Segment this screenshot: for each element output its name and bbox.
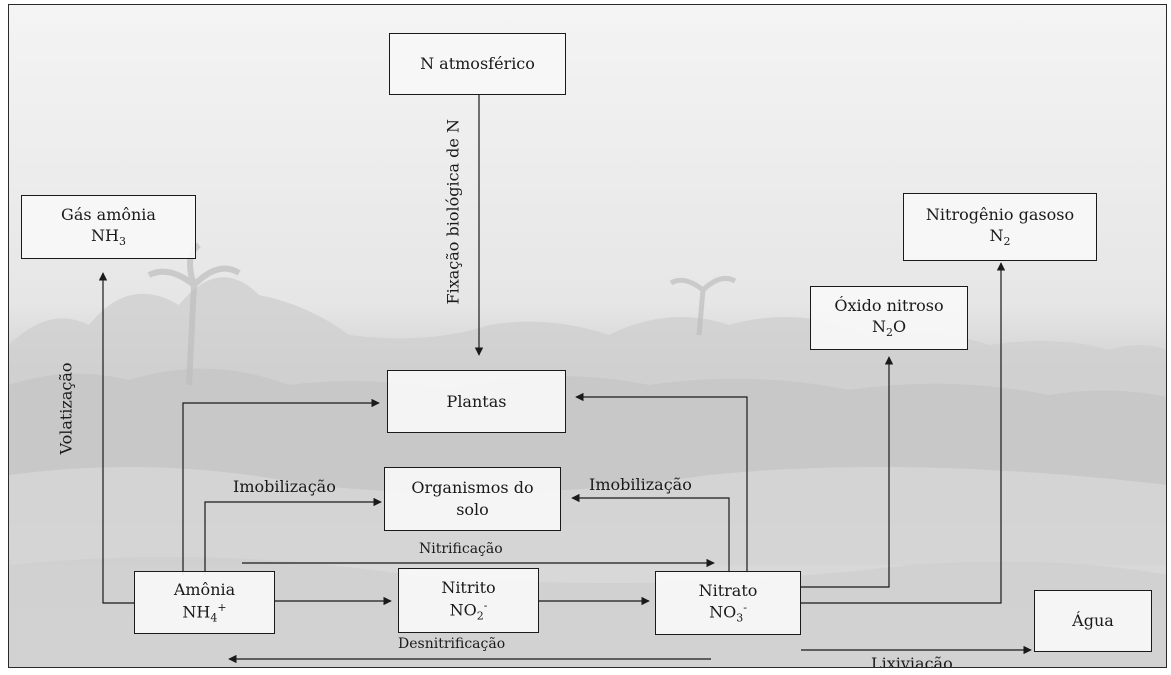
node-nitrite-label: Nitrito — [441, 578, 496, 598]
node-soil-organisms: Organismos do solo — [384, 467, 561, 531]
node-nitrate: Nitrato NO3- — [655, 571, 801, 635]
arrow-immobilization-left — [204, 497, 382, 575]
node-ammonia-gas: Gás amônia NH3 — [21, 195, 196, 259]
node-water: Água — [1034, 590, 1152, 652]
label-immobilization-right: Imobilização — [589, 475, 692, 494]
node-nitrous-oxide-label: Óxido nitroso — [834, 295, 944, 315]
node-nitrite: Nitrito NO2- — [398, 568, 539, 633]
arrow-volatilization — [98, 272, 134, 604]
arrow-nitrate-plants — [575, 392, 748, 573]
arrow-immobilization-right — [571, 493, 730, 573]
node-ammonia-gas-formula: NH3 — [91, 226, 126, 249]
node-atmospheric-n: N atmosférico — [389, 33, 566, 95]
node-nitrous-oxide-formula: N2O — [871, 317, 907, 340]
node-water-label: Água — [1072, 611, 1114, 631]
node-nitrogen-gas-formula: N2 — [989, 226, 1011, 249]
node-nitrite-formula: NO2- — [449, 598, 488, 623]
node-ammonium-formula: NH4+ — [182, 600, 227, 625]
node-soil-organisms-label: Organismos do solo — [411, 478, 534, 519]
node-plants: Plantas — [387, 370, 566, 433]
node-ammonia-gas-label: Gás amônia — [61, 204, 156, 224]
landscape-background — [9, 5, 1166, 667]
label-leaching: Lixiviação — [871, 654, 953, 668]
flow-arrows — [98, 95, 1032, 664]
node-nitrous-oxide: Óxido nitroso N2O — [810, 286, 968, 350]
diagram-frame: N atmosférico Gás amônia NH3 Nitrogênio … — [8, 4, 1167, 668]
arrow-nitrate-nitrogen-gas — [801, 262, 1006, 604]
label-immobilization-left: Imobilização — [233, 477, 336, 496]
node-nitrate-formula: NO3- — [709, 601, 747, 625]
node-nitrate-label: Nitrato — [698, 580, 758, 600]
label-fixation: Fixação biológica de N — [443, 119, 463, 305]
label-denitrification: Desnitrificação — [398, 636, 506, 652]
label-nitrification: Nitrificação — [419, 541, 503, 557]
node-nitrogen-gas: Nitrogênio gasoso N2 — [903, 193, 1097, 261]
arrow-nitrate-nitrous-oxide — [801, 356, 894, 588]
node-plants-label: Plantas — [446, 391, 507, 411]
arrow-ammonium-plants — [182, 398, 380, 575]
node-atmospheric-n-label: N atmosférico — [420, 54, 535, 74]
label-volatilization: Volatização — [56, 362, 76, 455]
node-ammonium: Amônia NH4+ — [134, 571, 275, 634]
node-ammonium-label: Amônia — [173, 580, 236, 600]
node-nitrogen-gas-label: Nitrogênio gasoso — [925, 204, 1075, 224]
